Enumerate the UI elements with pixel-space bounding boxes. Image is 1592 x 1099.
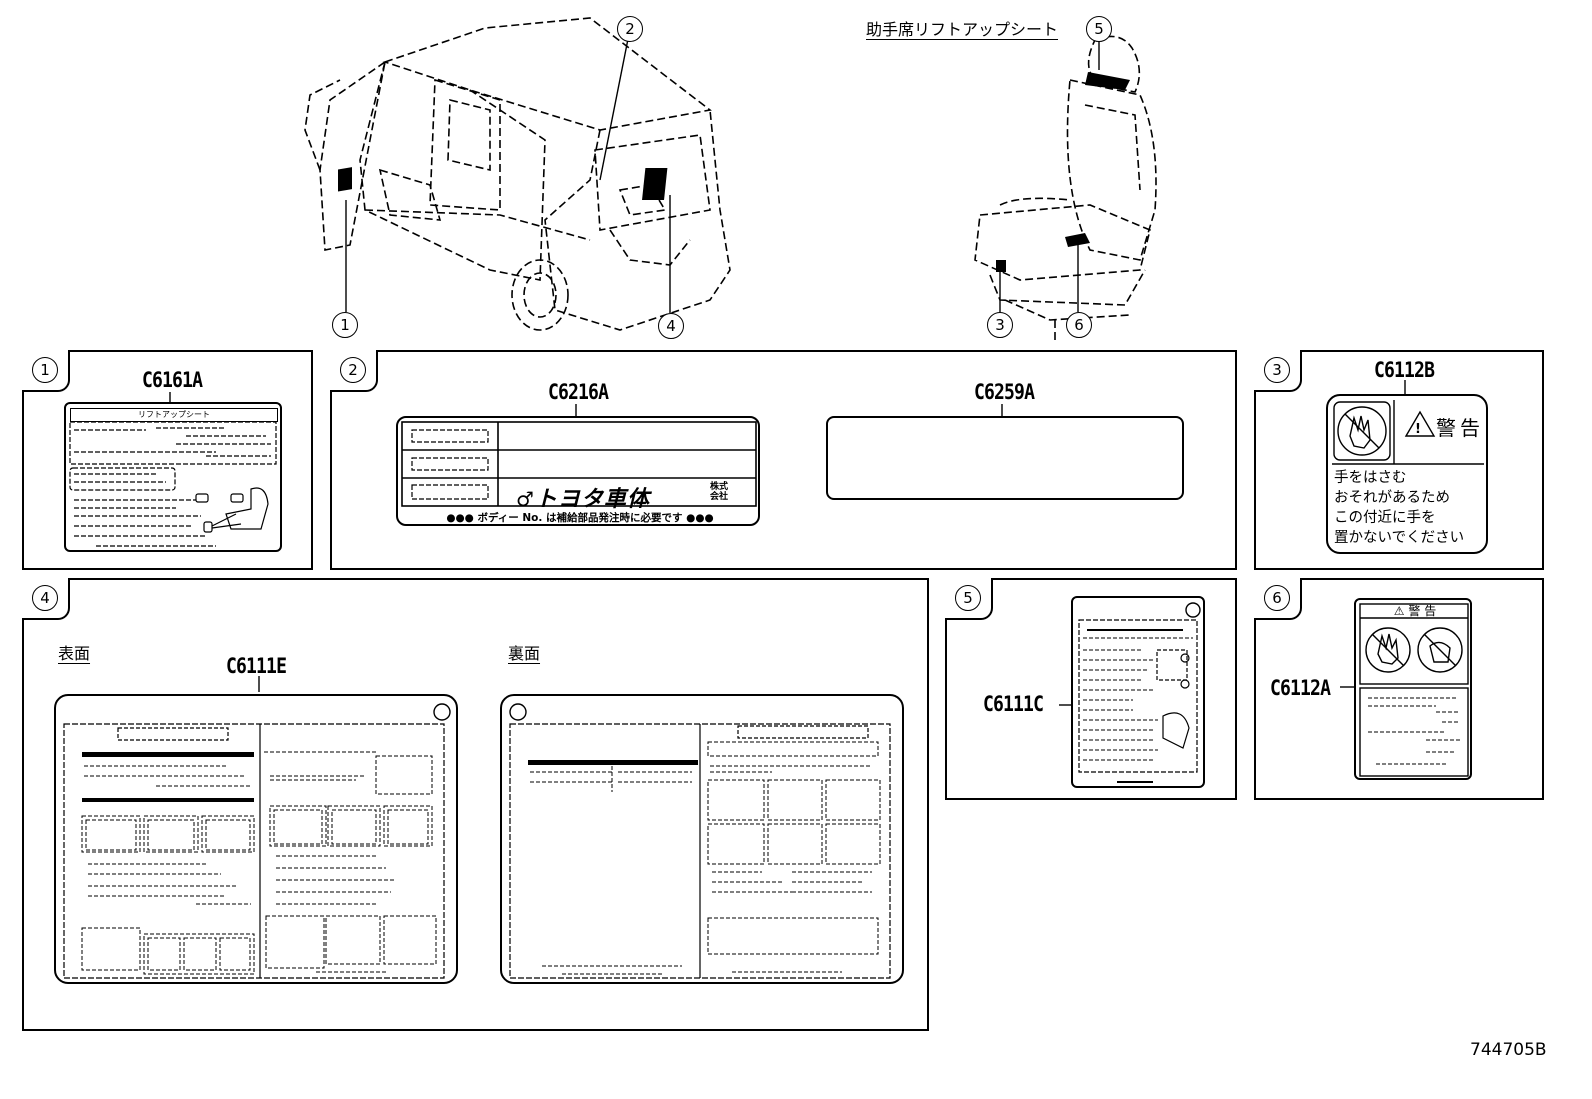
label-c6112b-text: 手をはさむ おそれがあるため この付近に手を 置かないでください bbox=[1334, 468, 1464, 548]
panel-5-code: C6111C bbox=[983, 692, 1044, 716]
panel-4-back-label: 裏面 bbox=[508, 644, 541, 663]
label-c6111e-front-content bbox=[63, 703, 451, 979]
label-c6112b: ! 警告 手をはさむ おそれがあるため この付近に手を 置かないでください bbox=[1326, 394, 1488, 554]
label-c6112b-warning: 警告 bbox=[1436, 416, 1484, 440]
label-c6112a-content bbox=[1359, 603, 1469, 777]
seat-title: 助手席リフトアップシート bbox=[866, 20, 1059, 39]
lift-up-seat-illustration bbox=[974, 35, 1157, 340]
callout-4: 4 bbox=[658, 313, 684, 339]
panel-5-number: 5 bbox=[955, 585, 981, 611]
callout-2: 2 bbox=[617, 16, 643, 42]
panel-1-number: 1 bbox=[32, 357, 58, 383]
label-c6161a-title: リフトアップシート bbox=[138, 410, 210, 419]
panel-6: 6 C6112A ⚠ 警 告 bbox=[1254, 578, 1544, 800]
panel-4-front-label: 表面 bbox=[58, 644, 91, 663]
label-c6111c bbox=[1071, 596, 1205, 788]
label-c6161a: リフトアップシート bbox=[64, 402, 282, 552]
panel-6-leader bbox=[1340, 686, 1356, 688]
panel-1-tab: 1 bbox=[22, 350, 70, 392]
label-c6111e-front bbox=[54, 694, 458, 984]
panel-5: 5 C6111C bbox=[945, 578, 1237, 800]
callout-5: 5 bbox=[1086, 16, 1112, 42]
panel-2-leaders bbox=[575, 404, 1003, 418]
warning-triangle-icon: ⚠ bbox=[1393, 604, 1405, 618]
panel-2-code-b: C6259A bbox=[974, 380, 1035, 404]
panel-2-code-a: C6216A bbox=[548, 380, 609, 404]
panel-3: 3 C6112B ! 警告 手をはさむ おそれがあるため この付近に手を 置かな… bbox=[1254, 350, 1544, 570]
panel-2-number: 2 bbox=[340, 357, 366, 383]
panel-6-number: 6 bbox=[1264, 585, 1290, 611]
label-c6216a-maker: ♂︎トヨタ車体 bbox=[516, 481, 650, 513]
panel-4-leader bbox=[258, 676, 260, 692]
label-c6259a bbox=[826, 416, 1184, 500]
panel-6-tab: 6 bbox=[1254, 578, 1302, 620]
label-c6112a-warning: ⚠ 警 告 bbox=[1356, 602, 1474, 619]
label-c6111c-content bbox=[1078, 602, 1201, 783]
panel-1-code: C6161A bbox=[142, 368, 203, 392]
label-c6112b-line-1: 手をはさむ bbox=[1334, 470, 1407, 486]
panel-2-tab: 2 bbox=[330, 350, 378, 392]
panel-3-number: 3 bbox=[1264, 357, 1290, 383]
label-c6112a-warning-text: 警 告 bbox=[1408, 604, 1437, 618]
panel-3-leader bbox=[1404, 380, 1406, 396]
panel-4-number: 4 bbox=[32, 585, 58, 611]
label-c6216a-grid bbox=[401, 421, 757, 507]
label-c6216a: ♂︎トヨタ車体 株式会社 ●●● ボディー No. は補給部品発注時に必要です … bbox=[396, 416, 760, 526]
callout-3: 3 bbox=[987, 312, 1013, 338]
part-reference-number: 744705B bbox=[1470, 1040, 1547, 1060]
panel-2: 2 C6216A C6259A ♂︎トヨタ車体 株式会社 ●●● ボディー No… bbox=[330, 350, 1237, 570]
label-c6112b-line-4: 置かないでください bbox=[1334, 530, 1465, 546]
vehicle-illustration bbox=[304, 17, 731, 331]
panel-3-code: C6112B bbox=[1374, 358, 1435, 382]
label-c6216a-maker-name: トヨタ車体 bbox=[534, 487, 650, 512]
callout-1: 1 bbox=[332, 312, 358, 338]
label-c6111e-back bbox=[500, 694, 904, 984]
panel-4-code: C6111E bbox=[226, 654, 287, 678]
panel-1: 1 C6161A リフトアップシート bbox=[22, 350, 313, 570]
svg-text:!: ! bbox=[1415, 422, 1421, 437]
panel-6-code: C6112A bbox=[1270, 676, 1331, 700]
label-c6112b-frame: ! bbox=[1332, 400, 1484, 465]
label-c6161a-text-lines bbox=[69, 421, 277, 547]
panel-5-tab: 5 bbox=[945, 578, 993, 620]
toyota-body-logo-icon: ♂︎ bbox=[516, 487, 535, 511]
label-c6161a-header: リフトアップシート bbox=[70, 408, 278, 422]
label-c6112b-line-3: この付近に手を bbox=[1334, 510, 1436, 526]
label-c6112b-line-2: おそれがあるため bbox=[1334, 490, 1450, 506]
label-c6111e-back-content bbox=[509, 703, 891, 979]
panel-4: 4 表面 裏面 C6111E bbox=[22, 578, 929, 1031]
panel-3-tab: 3 bbox=[1254, 350, 1302, 392]
label-c6216a-maker-suffix: 株式会社 bbox=[710, 482, 729, 502]
panel-4-tab: 4 bbox=[22, 578, 70, 620]
label-c6112a: ⚠ 警 告 bbox=[1354, 598, 1472, 780]
label-c6216a-note: ●●● ボディー No. は補給部品発注時に必要です ●●● bbox=[446, 512, 714, 524]
callout-6: 6 bbox=[1066, 312, 1092, 338]
